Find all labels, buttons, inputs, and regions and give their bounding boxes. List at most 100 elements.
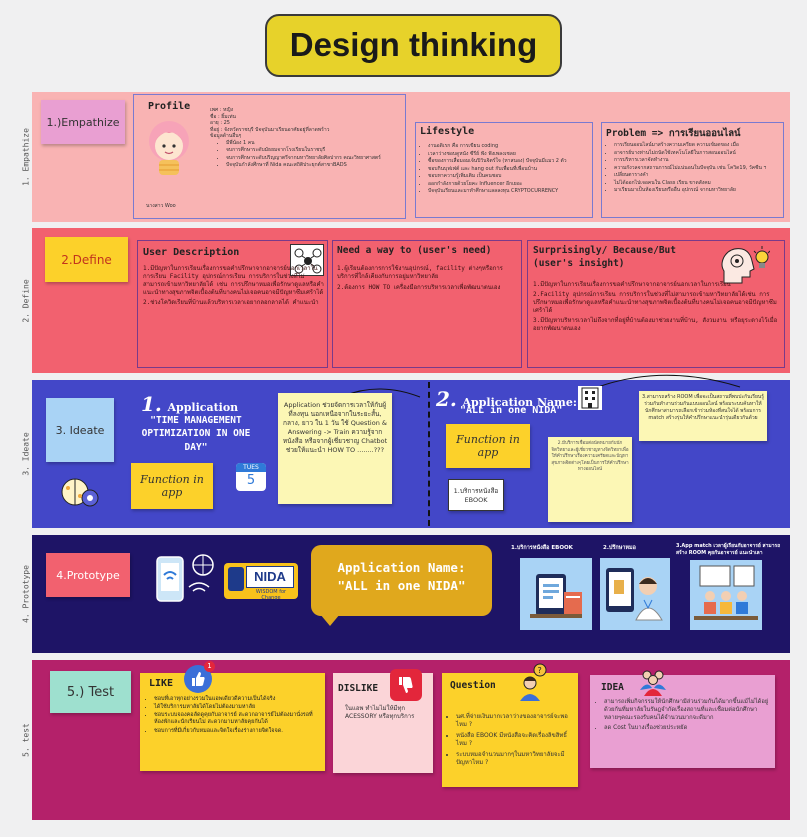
app2-function-sticky[interactable]: Function in app [446, 424, 530, 468]
profile-heading: Profile [148, 101, 191, 112]
brain-gear-icon [60, 472, 100, 512]
problem-item: ไม่ได้ออกไปเจอคนใน Class เรียน ขาดสังคม [614, 180, 781, 187]
ideate-divider [428, 382, 430, 526]
svg-text:?: ? [538, 666, 542, 675]
insight-item: 3.มีปัญหาบริหารเวลาไม่ถึงจากที่อยู่ที่บ้… [533, 317, 778, 333]
profile-details: เพศ : หญิง ชื่อ : ยิ้มเท่น อายุ : 25 ที่… [210, 107, 405, 170]
idea-item: สามารถเพิ่มกิจกรรมให้นักศึกษามีส่วนร่วมก… [604, 699, 772, 722]
lifestyle-heading: Lifestyle [420, 126, 475, 137]
like-badge: 1 [204, 661, 215, 672]
question-item: นศ.ที่จ่ายเงินมากเวลาว่างของอาจารย์จะพอไ… [456, 713, 574, 729]
question-item: ระบบหมอจำนวนมากๆในมหาวิทยาลัยจะมีปัญหาไห… [456, 751, 574, 767]
thumbs-up-icon: 1 [184, 661, 215, 693]
empathize-sticky[interactable]: 1.)Empathize [41, 100, 125, 144]
profile-caption: นางสาว Woo [146, 203, 176, 209]
app-name-line2: "ALL in one NIDA" [337, 578, 466, 593]
profile-bullet: ปัจจุบันกำลังศึกษาที่ Nida คณะสถิติประยุ… [226, 162, 405, 169]
page-title: Design thinking [265, 14, 562, 77]
screen3-match[interactable] [690, 560, 762, 630]
ebook-note[interactable]: 1.บริการหนังสือ EBOOK [448, 479, 504, 511]
users-network-icon [290, 244, 324, 276]
lifestyle-item: ชอบหาความรู้เพิ่มเติม เป็นคนชอบ [428, 173, 590, 180]
problem-item: การเรียนออนไลน์มาสร้างความเครียด ความเข้… [614, 142, 781, 149]
idea-item: ลด Cost ในบางเรื่องช่วยประหยัด [604, 725, 772, 733]
app1-function-sticky[interactable]: Function in app [131, 463, 213, 509]
user-description-item: 1.มีปัญหาในการเรียนเรื่องการขอคำปรึกษาจา… [143, 265, 324, 297]
dislike-card: DISLIKE ในแอพ ทำไมไม่ให้มีทุก ACESSORY ห… [333, 669, 433, 773]
like-item: ชอบที่เอาทุกอย่างรวมในแอพเดียวดีความเป็น… [154, 696, 322, 703]
need-item: 1.ผู้เรียนต้องการการใช้งานอุปกรณ์, facil… [337, 265, 503, 281]
app1-name: "TIME MANAGEMENT OPTIMIZATION IN ONE DAY… [141, 415, 251, 453]
user-description-heading: User Description [143, 247, 240, 258]
problem-item: การบริหารเวลาจัดทำงาน [614, 157, 781, 164]
lifestyle-item: ปัจจุบันเรียนและมาทำศึกษาแลลลงทุน CRYPTO… [428, 188, 590, 195]
insight-item: 1.มีปัญหาในการเรียนเรื่องการขอคำปรึกษาจา… [533, 281, 731, 288]
test-sticky[interactable]: 5.) Test [50, 671, 131, 713]
nida-text: NIDA [246, 566, 294, 588]
consult-note[interactable]: 2.มีบริการเชื่อมต่อนัดหมายกับนักจิตวิทยา… [548, 437, 632, 522]
like-item: ชอบระบบจองคอลัดดูคุยกับอาจารย์ สะดวกอาจา… [154, 712, 322, 726]
screen1-label: 1.บริการหนังสือ EBOOK [511, 545, 573, 551]
app-name-bubble: Application Name: "ALL in one NIDA" [311, 545, 492, 616]
like-item: ได้ใช้บริการมหาลัยได้โดยไม่ต้องมามหาลัย [154, 704, 322, 711]
like-card: LIKE 1 ชอบที่เอาทุกอย่างรวมในแอพเดียวดีค… [140, 661, 325, 771]
profile-field: เพศ : หญิง [210, 107, 234, 113]
lifestyle-item: งานอดิเรก คือ การเขียน coding [428, 143, 590, 150]
building-icon [578, 386, 602, 410]
problem-heading: Problem => การเรียนออนไลน์ [606, 128, 741, 139]
dislike-heading: DISLIKE [338, 683, 379, 694]
profile-bullet: มีพี่น้อง 1 คน [226, 140, 405, 147]
ideate-sticky[interactable]: 3. Ideate [46, 398, 114, 462]
head-lightbulb-icon [718, 243, 771, 287]
idea-card: IDEA สามารถเพิ่มกิจกรรมให้นักศึกษามีส่วน… [590, 670, 775, 768]
user-description-card: User Description 1.มีปัญหาในการเรียนเรื่… [137, 240, 328, 368]
nida-logo: NIDA WISDOM for Change [224, 563, 298, 601]
lifestyle-item: ชอบกินบุฟเฟต์ และ hang out กับเพื่อนที่เ… [428, 166, 590, 173]
need-card: Need a way to (user's need) 1.ผู้เรียนต้… [332, 240, 522, 368]
insight-heading: Surprisingly/ Because/But (user's insigh… [533, 245, 676, 269]
calendar-icon: TUES 5 [236, 463, 266, 491]
room-note[interactable]: 3.สามารถสร้าง ROOM เพื่อจะเป็นสถานที่พบป… [639, 391, 767, 441]
profile-field: ที่อยู่ : จังหวัดราชบุรี ปัจจุบันมาเรียน… [210, 126, 330, 133]
side-label-empathize: 1. Empathize [21, 128, 31, 186]
problem-item: เปลี่ยนตารางคำ [614, 172, 781, 179]
screen2-label: 2.ปรึกษาหมอ [603, 545, 636, 551]
question-heading: Question [450, 680, 496, 691]
app1-number: 1. [141, 392, 162, 416]
side-label-prototype: 4. Prototype [21, 565, 31, 623]
idea-heading: IDEA [601, 682, 624, 693]
app2-label: Application Name: [462, 396, 577, 409]
problem-item: ความกังวลจากสถานการณ์ไม่แน่นอนในปัจจุบัน… [614, 165, 781, 172]
lifestyle-item: ซื้อของการเสื่อมอมเจ้นปิวันจิตร์ใจ (หาสน… [428, 158, 590, 165]
profile-field: อายุ : 25 [210, 120, 230, 126]
app1-title: 1. Application [141, 392, 238, 416]
lifestyle-item: ออกกำลังกายด้วยโยคะ Influencer อีกเยอะ [428, 181, 590, 188]
bubble-tail [320, 614, 340, 626]
profile-bullet: จบการศึกษาระดับมัธยมจากโรงเรียนในราชบุรี [226, 147, 405, 154]
profile-bullet: จบการศึกษาระดับปริญญาตรีจากมหาวิทยาลัยศิ… [226, 155, 405, 162]
dislike-text: ในแอพ ทำไมไม่ให้มีทุก ACESSORY หรือทุกบร… [345, 705, 415, 721]
app1-label: Application [167, 401, 239, 414]
like-item: ชอบการที่มีเกี่ยวกับหมอและจิตใจเรื่องร่า… [154, 728, 322, 735]
problem-card: Problem => การเรียนออนไลน์ การเรียนออนไล… [601, 122, 784, 218]
app-name-line1: Application Name: [337, 560, 466, 575]
thumbs-down-icon [390, 669, 422, 701]
screen1-ebook[interactable] [520, 558, 592, 630]
screen2-doctor[interactable] [600, 558, 670, 630]
question-item: หนังสือ EBOOK มีหนังสือจะคิดเรื่องลิขสิท… [456, 732, 574, 748]
need-heading: Need a way to (user's need) [337, 245, 492, 256]
define-band [32, 228, 790, 373]
app2-title: 2. Application Name: [436, 387, 577, 411]
prototype-sticky[interactable]: 4.Prototype [46, 553, 130, 597]
insight-card: Surprisingly/ Because/But (user's insigh… [527, 240, 785, 368]
lifestyle-card: Lifestyle งานอดิเรก คือ การเขียน coding … [415, 122, 593, 218]
profile-field: ข้อมูลด้านอื่นๆ [210, 133, 242, 139]
thinking-person-icon: ? [516, 663, 550, 701]
app1-note[interactable]: Application ช่วยจัดการเวลาให้กับผู้ที่ลง… [278, 393, 392, 504]
app2-number: 2. [436, 387, 457, 411]
define-sticky[interactable]: 2.Define [45, 237, 128, 282]
app2-name: "ALL in one NIDA" [460, 405, 563, 416]
nida-shield-icon [228, 567, 244, 591]
girl-avatar-icon [140, 117, 198, 179]
lifestyle-item: เวลาว่างชอบดูหนัง ซีรีย์ ฟัง ฟังเพลงเชลย [428, 151, 590, 158]
